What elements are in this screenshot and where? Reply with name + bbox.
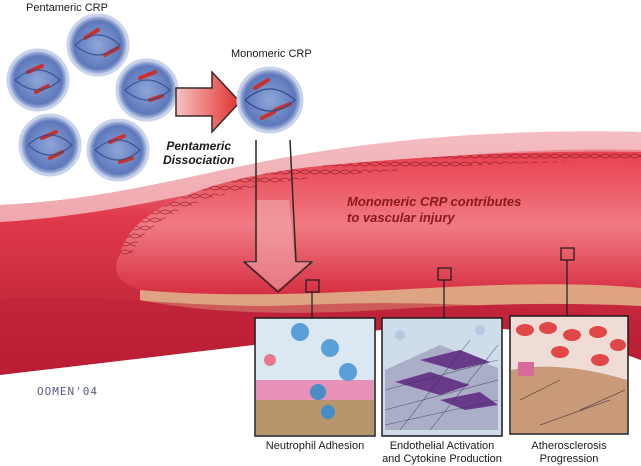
pentameric-dissociation-label: Pentameric Dissociation xyxy=(163,139,234,167)
caption-1-line-1: Neutrophil Adhesion xyxy=(265,440,365,452)
dissociation-line-1: Pentameric xyxy=(166,139,232,153)
dissociation-arrow xyxy=(175,70,242,134)
caption-endothelial-activation: Endothelial Activation and Cytokine Prod… xyxy=(372,440,512,466)
panel-atherosclerosis-progression xyxy=(509,315,629,435)
artist-signature: OOMEN'04 xyxy=(37,385,98,398)
caption-atherosclerosis-progression: Atherosclerosis Progression xyxy=(505,440,633,466)
injury-line-1: Monomeric CRP contributes xyxy=(347,194,522,209)
monomeric-crp-label: Monomeric CRP xyxy=(231,48,312,60)
dissociation-line-2: Dissociation xyxy=(163,153,235,167)
pentameric-crp-label: Pentameric CRP xyxy=(26,2,108,14)
vessel-markers xyxy=(305,247,575,318)
caption-neutrophil-adhesion: Neutrophil Adhesion xyxy=(245,440,385,453)
caption-2-line-2: and Cytokine Production xyxy=(382,453,502,465)
panel-endothelial-activation xyxy=(381,317,503,437)
injury-arrow xyxy=(243,139,313,293)
caption-2-line-1: Endothelial Activation xyxy=(389,440,495,452)
vascular-injury-label: Monomeric CRP contributes to vascular in… xyxy=(347,194,521,226)
injury-line-2: to vascular injury xyxy=(347,210,455,225)
panel-neutrophil-adhesion xyxy=(254,317,376,437)
monomeric-crp-molecule xyxy=(236,66,304,134)
caption-3-line-2: Progression xyxy=(539,453,599,465)
pentameric-crp-molecule xyxy=(6,13,179,182)
caption-3-line-1: Atherosclerosis xyxy=(531,440,607,452)
